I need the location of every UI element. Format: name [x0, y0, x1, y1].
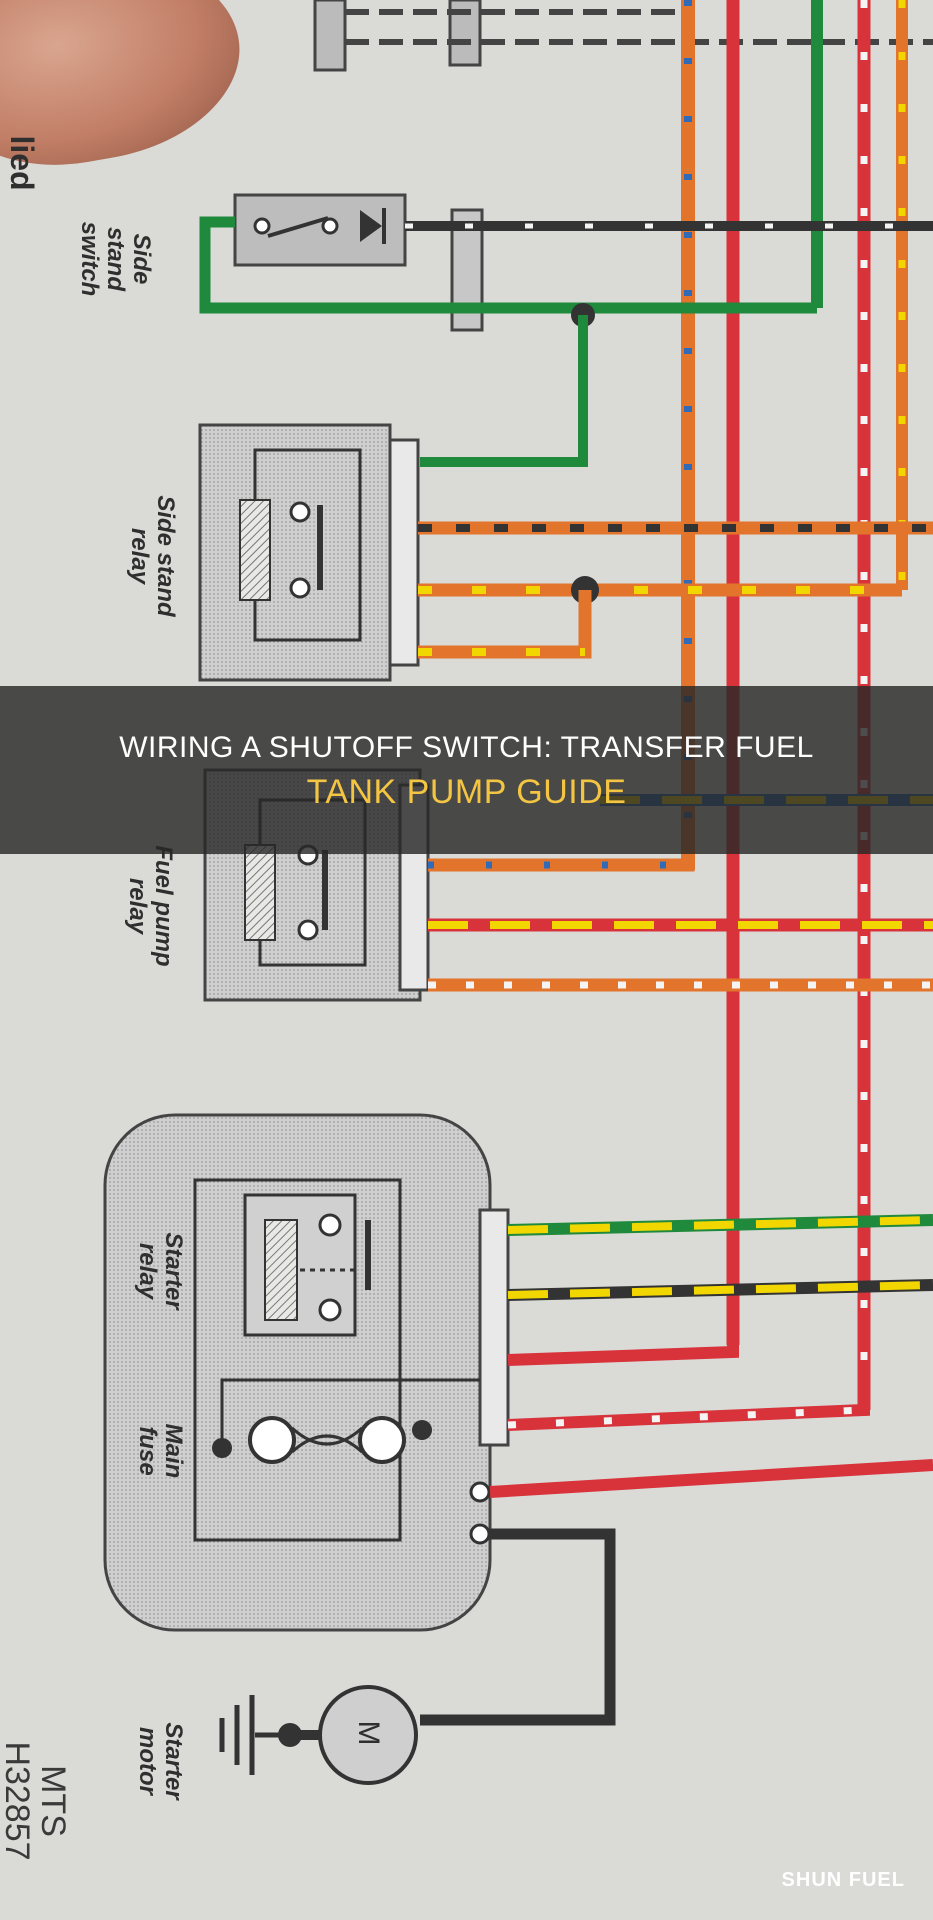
label-partial-word: lied	[4, 135, 40, 191]
starter-module	[103, 1113, 933, 1726]
title-line-2: Tank Pump Guide	[306, 773, 627, 811]
brand-watermark: SHUN FUEL	[781, 1869, 905, 1891]
top-connectors	[313, 0, 933, 72]
label-starter-relay: Starter relay	[134, 1232, 187, 1310]
title-banner: Wiring a Shutoff Switch: Transfer Fuel T…	[0, 686, 933, 854]
label-motor-symbol: M	[352, 1720, 385, 1746]
label-main-fuse: Main fuse	[134, 1423, 187, 1479]
label-drawing-code: MTS H32857	[0, 1741, 72, 1861]
starter-motor	[219, 1685, 418, 1785]
label-side-stand-switch: Side stand switch	[76, 221, 155, 297]
side-stand-switch	[199, 193, 933, 467]
title-line-1: Wiring a Shutoff Switch: Transfer Fuel	[119, 731, 814, 764]
side-stand-relay	[198, 423, 933, 682]
label-starter-motor: Starter motor	[134, 1722, 187, 1800]
label-side-stand-relay: Side stand relay	[126, 495, 179, 617]
